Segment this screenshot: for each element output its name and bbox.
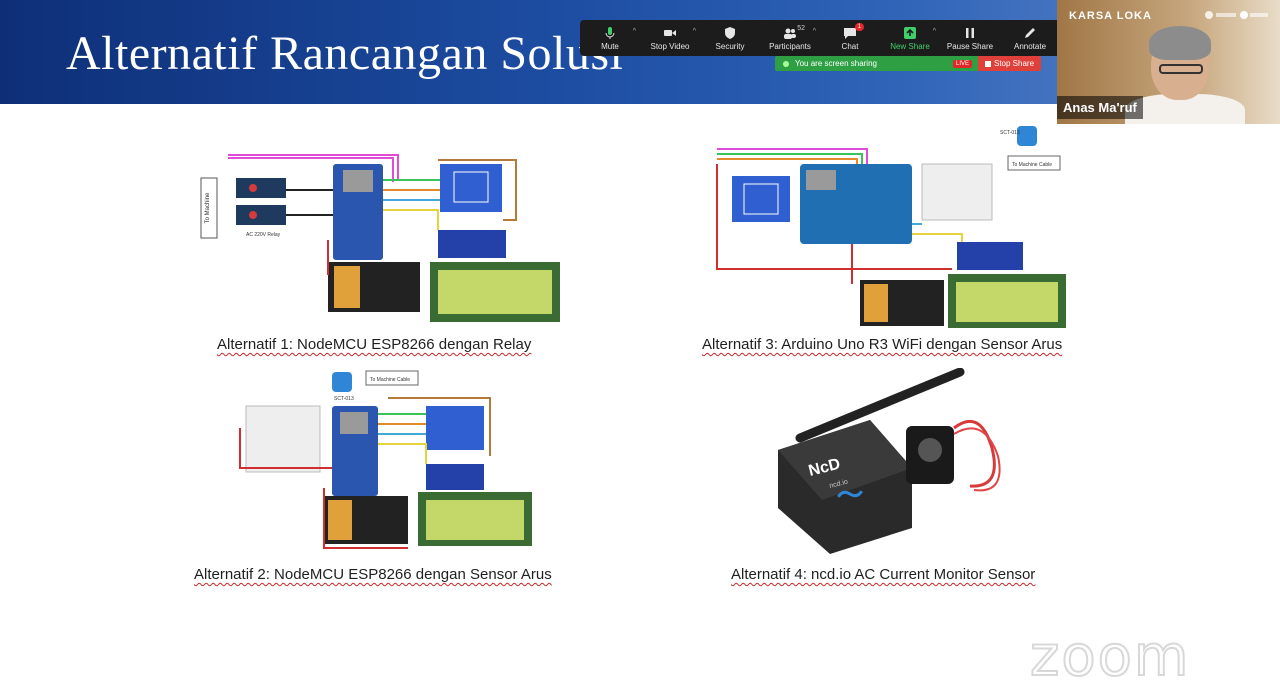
chat-button[interactable]: 1 Chat (820, 20, 880, 56)
sct-label-alt2: SCT-013 (334, 396, 354, 402)
video-camera-icon (664, 29, 676, 36)
to-machine-cable-label-alt2: To Machine Cable (370, 377, 410, 383)
ncd-device-illustration: NcD ncd.io (778, 367, 1001, 554)
participants-button[interactable]: 52 Participants ^ (760, 20, 820, 56)
mute-label: Mute (601, 41, 619, 51)
wiring-diagram-alt3: SCT-013 To Machine Cable (716, 126, 1066, 328)
sharing-status: You are screen sharing LIVE (775, 56, 978, 71)
relay-label: AC 220V Relay (246, 232, 281, 238)
chevron-up-icon[interactable]: ^ (812, 28, 816, 35)
diagram-alt3: SCT-013 To Machine Cable (712, 124, 1072, 329)
sharing-status-text: You are screen sharing (795, 59, 877, 68)
stop-share-label: Stop Share (993, 59, 1035, 68)
diagram-alt2: SCT-013 To Machine Cable (228, 368, 534, 550)
chat-badge: 1 (854, 23, 865, 31)
live-badge: LIVE (952, 59, 972, 68)
stop-video-button[interactable]: Stop Video ^ (640, 20, 700, 56)
annotate-label: Annotate (1013, 41, 1047, 51)
participants-icon (784, 28, 796, 39)
sponsor-logos (1205, 11, 1268, 19)
sct-label-alt3: SCT-013 (1000, 130, 1020, 136)
stop-video-label: Stop Video (650, 41, 690, 51)
slide-title: Alternatif Rancangan Solusi (66, 27, 624, 80)
participant-name: Anas Ma'ruf (1057, 96, 1143, 119)
chat-label: Chat (841, 41, 859, 51)
wiring-diagram-alt2: SCT-013 To Machine Cable (239, 370, 532, 549)
share-arrow-icon (904, 26, 916, 39)
shield-icon (725, 26, 735, 39)
chevron-up-icon[interactable]: ^ (932, 28, 936, 35)
stop-share-button[interactable]: Stop Share (978, 56, 1041, 71)
participants-label: Participants (769, 41, 811, 51)
person-hair (1149, 26, 1211, 60)
mute-button[interactable]: Mute ^ (580, 20, 640, 56)
zoom-watermark: zoom (1029, 623, 1191, 690)
microphone-icon (605, 26, 615, 39)
stop-icon (984, 60, 991, 67)
new-share-label: New Share (890, 41, 930, 51)
chevron-up-icon[interactable]: ^ (692, 28, 696, 35)
device-url: ncd.io (829, 479, 849, 490)
product-image-alt4: NcD ncd.io (770, 367, 1010, 558)
pause-share-label: Pause Share (946, 41, 994, 51)
caption-alt1: Alternatif 1: NodeMCU ESP8266 dengan Rel… (217, 336, 532, 353)
chat-bubble-icon (844, 27, 856, 39)
caption-alt3: Alternatif 3: Arduino Uno R3 WiFi dengan… (702, 336, 1063, 353)
participants-count: 52 (797, 25, 805, 32)
zoom-toolbar: Mute ^ Stop Video ^ Security 52 Particip… (580, 20, 1060, 56)
sharing-indicator-icon (783, 60, 789, 67)
caption-alt2: Alternatif 2: NodeMCU ESP8266 dengan Sen… (194, 566, 552, 583)
to-machine-label: To Machine (205, 192, 211, 223)
pause-icon (966, 27, 974, 38)
glasses (1159, 64, 1203, 74)
new-share-button[interactable]: New Share ^ (880, 20, 940, 56)
screen-share-bar: You are screen sharing LIVE Stop Share (775, 56, 1041, 71)
to-machine-cable-label-alt3: To Machine Cable (1012, 162, 1052, 168)
chevron-up-icon[interactable]: ^ (632, 28, 636, 35)
security-label: Security (715, 41, 745, 51)
diagram-alt1: To Machine AC 220V Relay (198, 150, 564, 325)
wiring-diagram-alt1: To Machine AC 220V Relay (200, 154, 560, 322)
security-button[interactable]: Security (700, 20, 760, 56)
video-background-logo: KARSA LOKA (1069, 10, 1152, 22)
annotate-button[interactable]: Annotate (1000, 20, 1060, 56)
pencil-icon (1025, 27, 1035, 38)
pause-share-button[interactable]: Pause Share (940, 20, 1000, 56)
caption-alt4: Alternatif 4: ncd.io AC Current Monitor … (731, 566, 1036, 583)
participant-video-tile[interactable]: KARSA LOKA Anas Ma'ruf (1057, 0, 1280, 124)
